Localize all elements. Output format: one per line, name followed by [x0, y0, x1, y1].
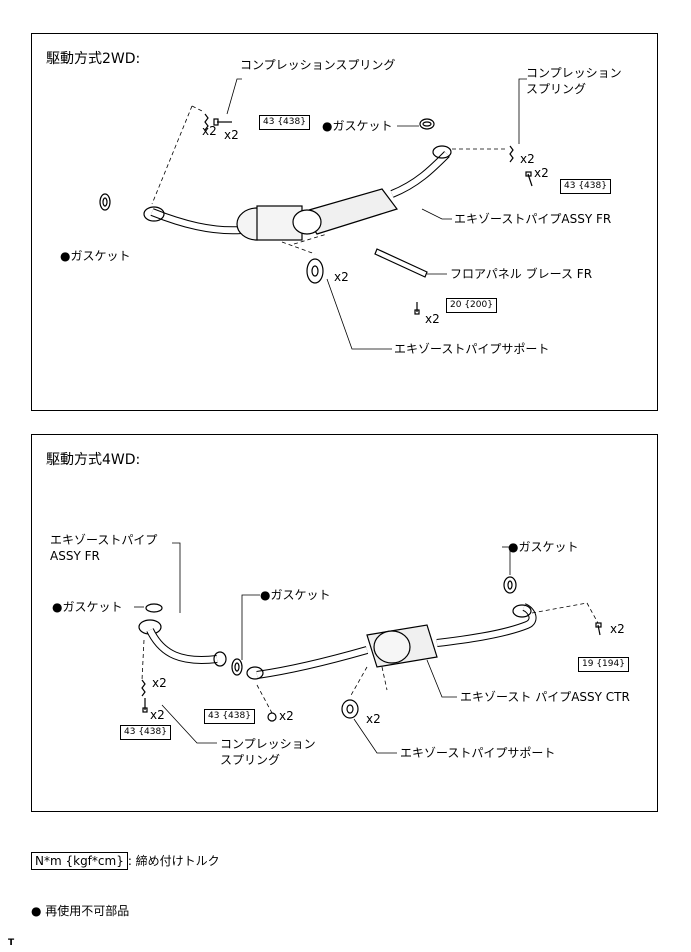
- count-x2: x2: [224, 128, 239, 142]
- label-compression-spring-left: コンプレッションスプリング: [240, 58, 396, 72]
- legend-torque-text: : 締め付けトルク: [127, 854, 220, 868]
- torque-spec: 43 {438}: [120, 725, 171, 740]
- label-exhaust-pipe-support: エキゾーストパイプサポート: [394, 342, 550, 356]
- count-x2: x2: [202, 124, 217, 138]
- label-exhaust-pipe-fr: エキゾーストパイプASSY FR: [454, 212, 612, 226]
- panel-title-4wd: 駆動方式4WD:: [46, 452, 141, 468]
- panel-2wd: 駆動方式2WD:: [31, 33, 658, 411]
- torque-spec: 43 {438}: [560, 179, 611, 194]
- label-compression-spring-right-2: スプリング: [526, 82, 587, 96]
- label-floor-panel-brace: フロアパネル ブレース FR: [450, 267, 593, 281]
- count-x2: x2: [610, 622, 625, 636]
- label-gasket-left: ●ガスケット: [60, 249, 131, 263]
- exhaust-diagram-4wd: [134, 542, 602, 754]
- legend-nonreusable: ● 再使用不可部品: [31, 904, 130, 918]
- label-compression-spring-1: コンプレッション: [220, 737, 316, 751]
- corner-mark: T: [8, 938, 15, 948]
- label-gasket-mid: ●ガスケット: [260, 588, 331, 602]
- label-compression-spring-right-1: コンプレッション: [526, 66, 622, 80]
- torque-spec: 20 {200}: [446, 298, 497, 313]
- label-compression-spring-2: スプリング: [220, 753, 281, 767]
- count-x2: x2: [520, 152, 535, 166]
- label-gasket-top: ●ガスケット: [322, 119, 393, 133]
- count-x2: x2: [334, 270, 349, 284]
- count-x2: x2: [279, 709, 294, 723]
- count-x2: x2: [152, 676, 167, 690]
- legend-torque: N*m {kgf*cm}: 締め付けトルク: [31, 852, 220, 870]
- count-x2: x2: [534, 166, 549, 180]
- label-gasket-right: ●ガスケット: [508, 540, 579, 554]
- torque-spec: 19 {194}: [578, 657, 629, 672]
- panel-4wd: 駆動方式4WD:: [31, 434, 658, 812]
- legend-torque-box: N*m {kgf*cm}: [31, 852, 128, 870]
- label-exhaust-pipe-fr-1: エキゾーストパイプ: [50, 533, 158, 547]
- count-x2: x2: [150, 708, 165, 722]
- label-exhaust-pipe-ctr: エキゾースト パイプASSY CTR: [460, 690, 630, 704]
- label-gasket-left: ●ガスケット: [52, 600, 123, 614]
- panel-title-2wd: 駆動方式2WD:: [46, 51, 141, 67]
- exhaust-diagram-2wd: [99, 78, 533, 350]
- torque-spec: 43 {438}: [259, 115, 310, 130]
- torque-spec: 43 {438}: [204, 709, 255, 724]
- label-exhaust-pipe-support: エキゾーストパイプサポート: [400, 746, 556, 760]
- label-exhaust-pipe-fr-2: ASSY FR: [50, 549, 100, 563]
- count-x2: x2: [366, 712, 381, 726]
- count-x2: x2: [425, 312, 440, 326]
